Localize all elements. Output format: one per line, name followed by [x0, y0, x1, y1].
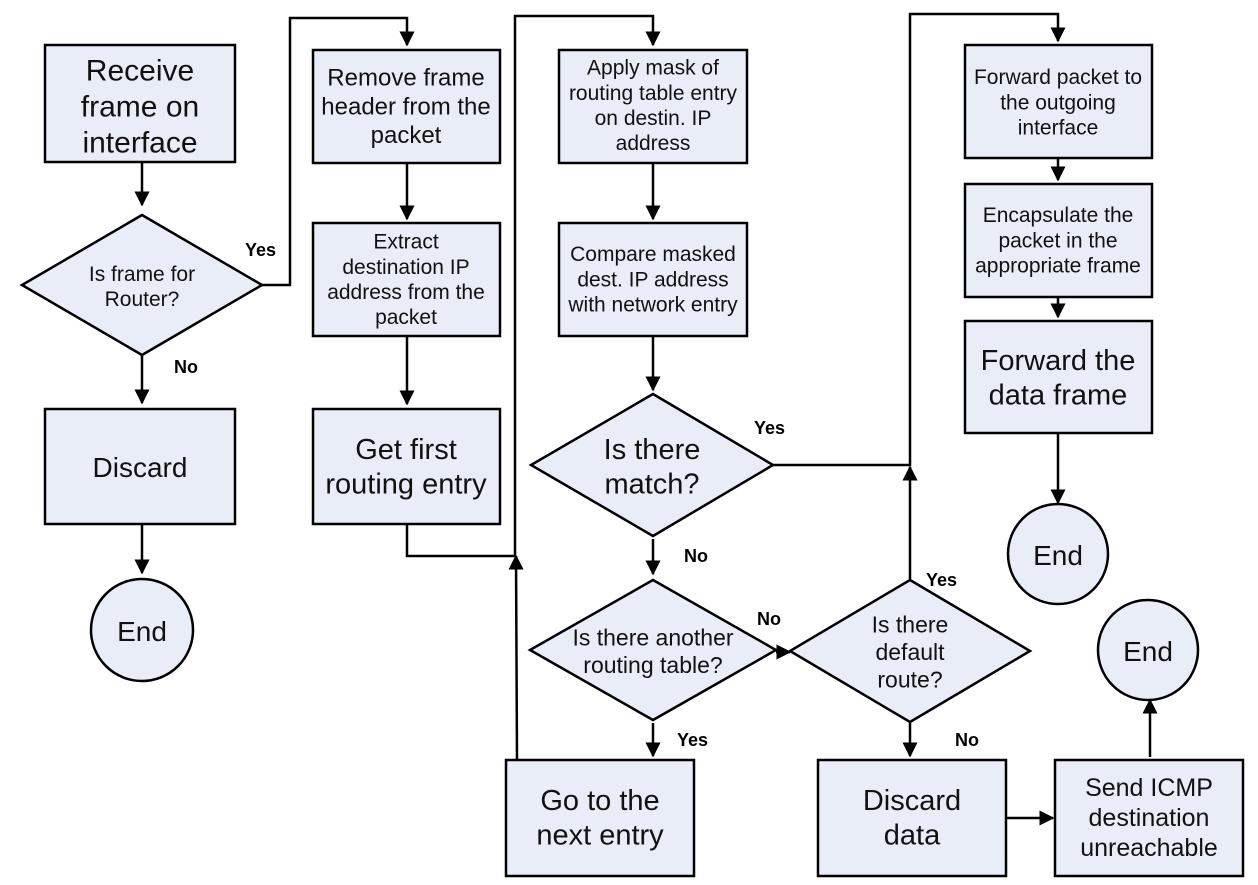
- node-end-1-label: End: [117, 616, 167, 647]
- label-yes-match: Yes: [754, 418, 785, 438]
- edge-labels: Yes No Yes No No Yes Yes No: [174, 240, 979, 750]
- label-yes-default: Yes: [926, 570, 957, 590]
- label-no-match: No: [684, 546, 708, 566]
- label-yes-another: Yes: [677, 730, 708, 750]
- node-end-2-label: End: [1033, 540, 1083, 571]
- label-no-default: No: [955, 730, 979, 750]
- edge-match-yes-to-forward: [773, 12, 1066, 467]
- edge-router-yes-to-remove: [262, 16, 415, 287]
- node-end-3-label: End: [1123, 636, 1173, 667]
- node-discard-label: Discard: [93, 452, 188, 483]
- node-end-2: End: [1006, 502, 1110, 606]
- edge-next-loop-back: [508, 554, 524, 761]
- node-end-3: End: [1096, 598, 1200, 702]
- connectors: [134, 12, 1158, 826]
- label-no-another: No: [757, 609, 781, 629]
- node-end-1: End: [89, 577, 195, 683]
- label-yes-router: Yes: [245, 240, 276, 260]
- node-discard: Discard: [43, 407, 237, 526]
- edge-getfirst-to-applymask: [405, 14, 661, 558]
- label-no-router: No: [174, 357, 198, 377]
